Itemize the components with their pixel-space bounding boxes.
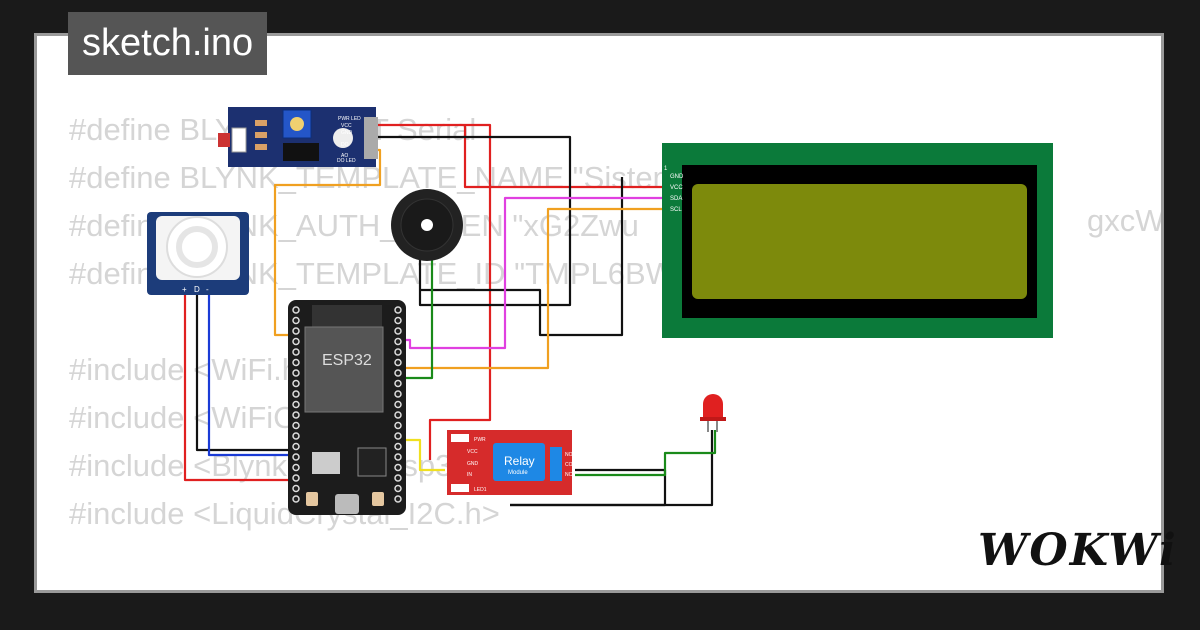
lcd-pin-gnd: GND — [670, 174, 684, 180]
esp32-board[interactable]: ESP32 — [288, 300, 406, 515]
esp32-pin[interactable] — [292, 474, 300, 482]
esp32-pin[interactable] — [394, 411, 402, 419]
ldr-pin-gnd: GND — [341, 130, 353, 136]
wire-blue — [207, 290, 300, 457]
esp32-pin[interactable] — [292, 484, 300, 493]
esp32-pin[interactable] — [292, 348, 300, 356]
esp32-pin[interactable] — [292, 358, 300, 367]
esp32-pin[interactable] — [292, 369, 300, 377]
esp32-pin[interactable] — [292, 442, 300, 451]
esp32-pin[interactable] — [292, 337, 300, 346]
wire-orange-2 — [400, 207, 666, 370]
code-fragment: gxcW — [1087, 203, 1164, 238]
esp32-pin[interactable] — [292, 495, 300, 503]
esp32-pin[interactable] — [394, 453, 402, 461]
esp32-pin[interactable] — [292, 379, 300, 388]
pir-sensor[interactable]: + D - — [147, 212, 249, 295]
relay-module[interactable]: PWR LED1 VCC GND IN Relay Module NO COM … — [447, 430, 577, 495]
pir-pin-plus: + — [182, 285, 187, 294]
esp32-pin[interactable] — [292, 400, 300, 409]
relay-led-led1: LED1 — [474, 487, 487, 493]
wire-black-3 — [195, 290, 300, 452]
esp32-pin[interactable] — [292, 453, 300, 461]
esp32-pin[interactable] — [292, 306, 300, 314]
esp32-pin[interactable] — [292, 390, 300, 398]
relay-label: Relay — [504, 454, 535, 468]
ldr-pin-vcc: VCC — [341, 123, 352, 129]
wire-black-5 — [510, 430, 714, 507]
relay-term-com: COM — [565, 462, 577, 468]
esp32-pin[interactable] — [394, 432, 402, 440]
esp32-pin[interactable] — [394, 400, 402, 409]
esp32-pin[interactable] — [292, 411, 300, 419]
code-line: #include <LiquidCrystal_I2C.h> — [69, 496, 500, 531]
esp32-pin[interactable] — [394, 327, 402, 335]
relay-led-pwr: PWR — [474, 437, 486, 443]
wire-green-1 — [400, 240, 434, 380]
relay-sublabel: Module — [508, 470, 528, 476]
ldr-pin-pwr-led: PWR LED — [338, 116, 361, 122]
ldr-pin-do: DO — [341, 142, 349, 148]
esp32-pin[interactable] — [292, 327, 300, 335]
relay-term-no: NO — [565, 452, 573, 458]
buzzer[interactable] — [391, 189, 463, 261]
esp32-pin[interactable] — [292, 421, 300, 430]
lcd-display[interactable]: 1 GND VCC SDA SCL — [662, 143, 1053, 338]
esp32-label: ESP32 — [322, 352, 372, 369]
relay-pin-in: IN — [467, 472, 472, 478]
esp32-pin[interactable] — [394, 306, 402, 314]
wokwi-logo: WOKWi — [978, 525, 1178, 576]
wire-black-2 — [420, 177, 624, 337]
relay-pin-gnd: GND — [467, 461, 479, 467]
esp32-pin[interactable] — [394, 442, 402, 451]
esp32-pin[interactable] — [394, 379, 402, 388]
esp32-pin[interactable] — [394, 358, 402, 367]
esp32-pin[interactable] — [292, 432, 300, 440]
file-title: sketch.ino — [68, 12, 268, 75]
esp32-pin[interactable] — [394, 484, 402, 493]
lcd-pin-number: 1 — [664, 166, 668, 172]
esp32-pin[interactable] — [394, 348, 402, 356]
esp32-pin[interactable] — [292, 463, 300, 472]
wire-black-1 — [370, 135, 572, 307]
wire-red-3 — [183, 290, 300, 482]
wire-yellow — [400, 438, 445, 472]
ldr-pin-do-led: DO LED — [337, 158, 356, 164]
lcd-pin-sda: SDA — [670, 196, 682, 202]
esp32-pin[interactable] — [394, 369, 402, 377]
wire-magenta — [400, 196, 666, 350]
relay-pin-vcc: VCC — [467, 449, 478, 455]
esp32-pin[interactable] — [394, 337, 402, 346]
pir-pin-minus: - — [206, 285, 209, 294]
wire-orange-1 — [273, 148, 382, 337]
ldr-sensor[interactable]: PWR LED VCC GND DO AO DO LED — [218, 107, 378, 167]
wire-red-1 — [370, 123, 492, 460]
esp32-pin[interactable] — [394, 421, 402, 430]
esp32-pin[interactable] — [394, 390, 402, 398]
esp32-pin[interactable] — [394, 316, 402, 325]
wire-red-2 — [463, 125, 666, 189]
esp32-pin[interactable] — [394, 474, 402, 482]
ldr-pin-ao: AO — [341, 153, 348, 159]
esp32-pin[interactable] — [394, 495, 402, 503]
lcd-pin-scl: SCL — [670, 207, 682, 213]
esp32-pin[interactable] — [394, 463, 402, 472]
red-led[interactable] — [700, 394, 726, 432]
pir-pin-d: D — [194, 285, 200, 294]
lcd-pin-vcc: VCC — [670, 185, 683, 191]
relay-term-nc: NC — [565, 472, 573, 478]
esp32-pin[interactable] — [292, 316, 300, 325]
wire-green-2 — [575, 430, 717, 477]
